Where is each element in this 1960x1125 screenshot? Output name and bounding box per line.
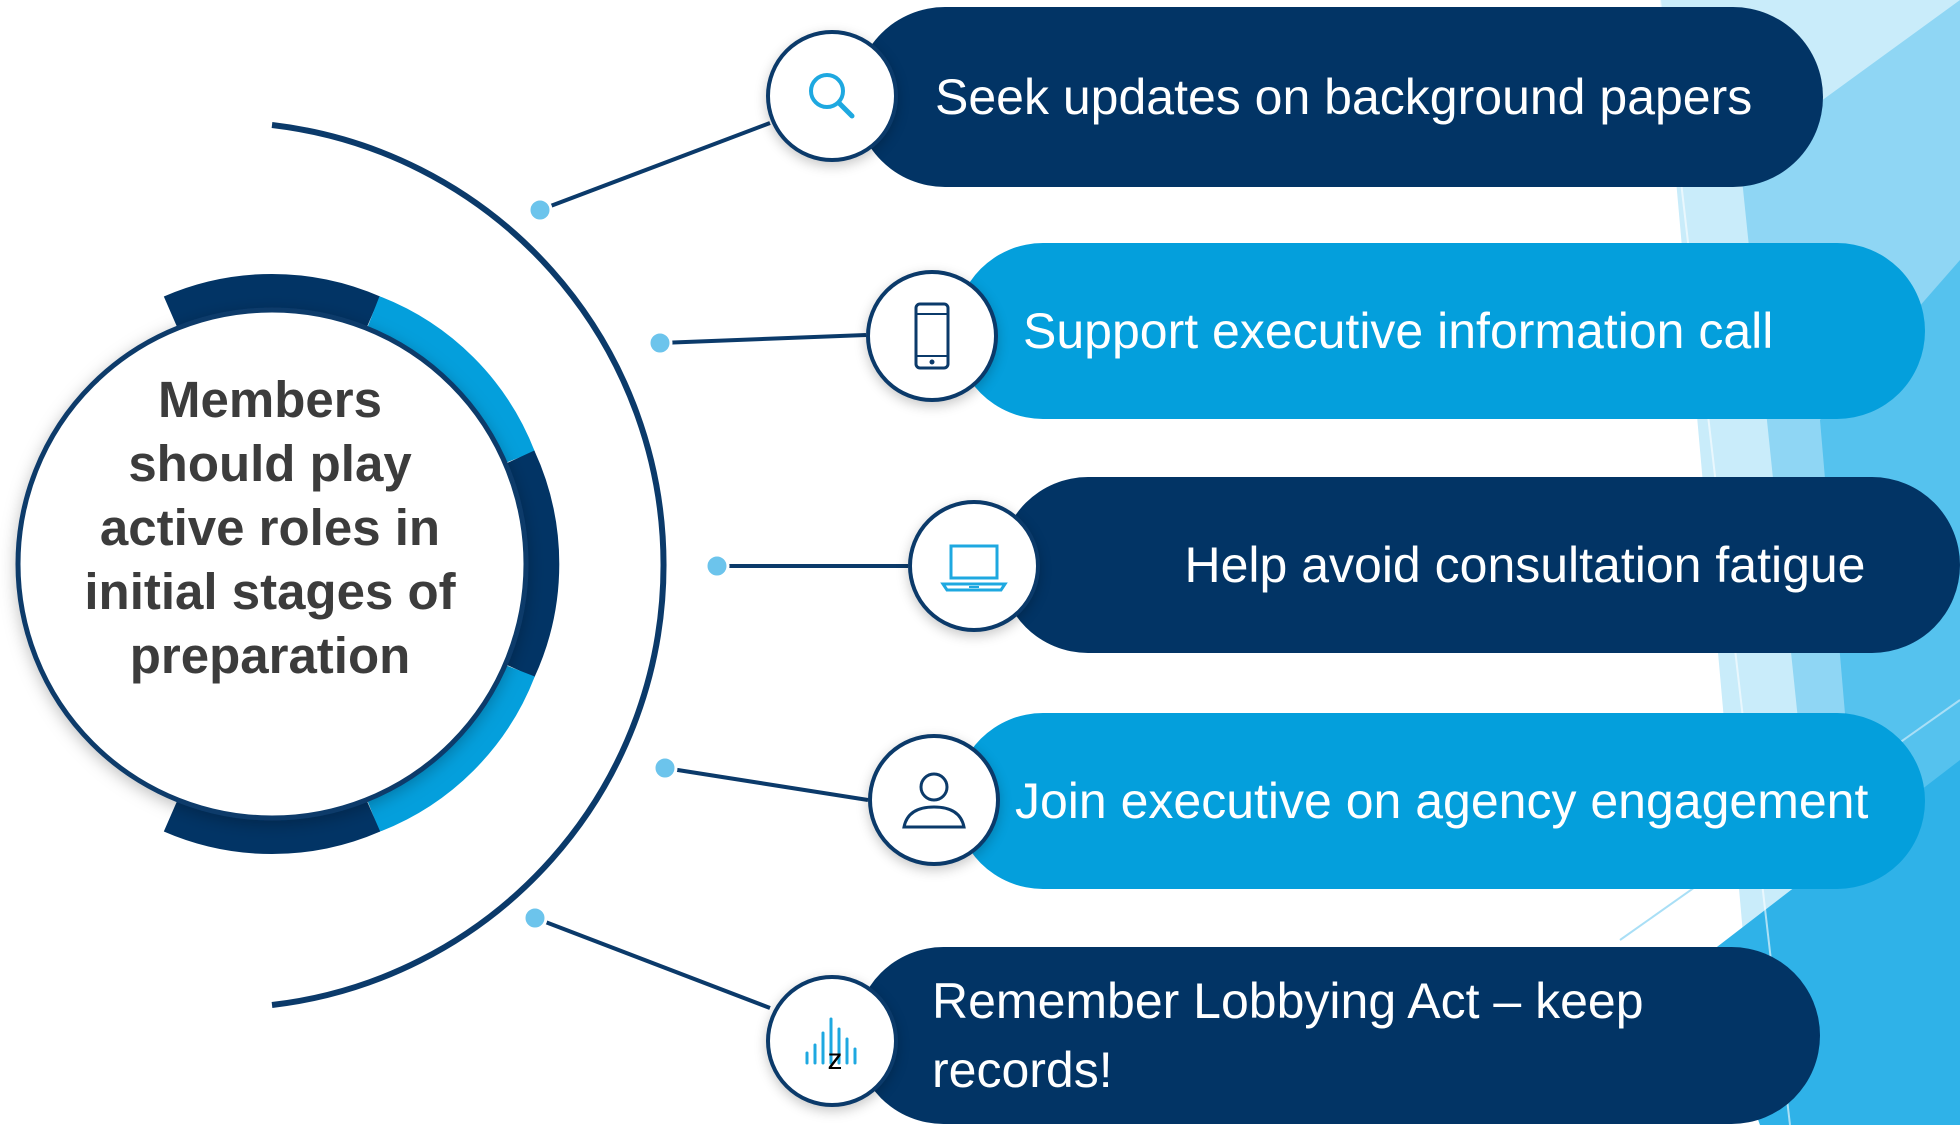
z-glyph: z <box>828 1043 843 1073</box>
center-label: Members should play active roles in init… <box>84 371 456 684</box>
search-icon <box>809 73 855 119</box>
sleep-chart-icon-badge: z <box>766 975 898 1107</box>
item-label: Support executive information call <box>1023 302 1774 359</box>
sleep-chart-icon: z <box>805 1017 857 1073</box>
item-pill-agency-engagement[interactable]: Join executive on agency engagement <box>955 713 1925 889</box>
mobile-phone-icon <box>914 302 950 370</box>
mobile-phone-icon-badge <box>866 270 998 402</box>
arc-junction-dots <box>522 197 730 931</box>
item-pill-information-call[interactable]: Support executive information call <box>955 243 1925 419</box>
item-pill-lobbying-act[interactable]: Remember Lobbying Act – keep records! <box>855 947 1820 1124</box>
item-label: Join executive on agency engagement <box>1015 772 1869 829</box>
search-icon-badge <box>766 30 898 162</box>
item-label: Seek updates on background papers <box>935 68 1753 125</box>
item-pill-background-papers[interactable]: Seek updates on background papers <box>855 7 1823 187</box>
user-icon-badge <box>868 734 1000 866</box>
item-pill-consultation-fatigue[interactable]: Help avoid consultation fatigue <box>1000 477 1960 653</box>
laptop-icon <box>940 544 1008 592</box>
center-circle <box>15 307 529 821</box>
item-label: Help avoid consultation fatigue <box>1184 536 1866 593</box>
laptop-icon-badge <box>908 500 1040 632</box>
item-label: Remember Lobbying Act – keep records! <box>932 972 1644 1098</box>
center-ring <box>163 273 560 855</box>
user-icon <box>902 772 966 829</box>
connector-lines <box>534 121 908 1010</box>
main-arc <box>271 122 667 1008</box>
